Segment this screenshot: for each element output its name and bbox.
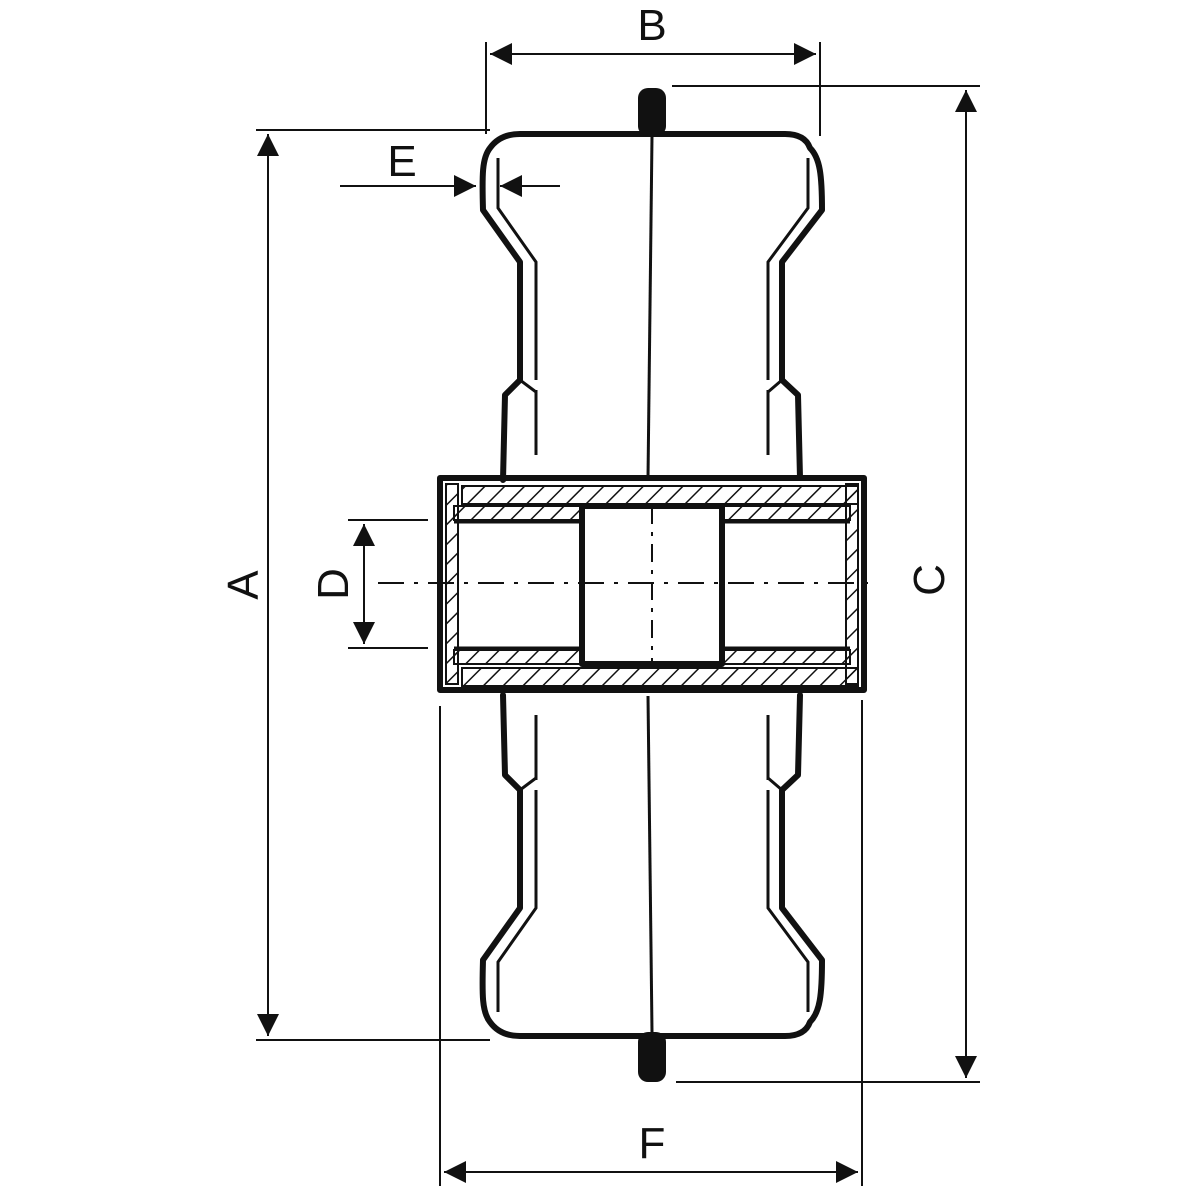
dimension-b: B [485, 1, 821, 136]
bottom-inner-sleeve-right [723, 649, 851, 665]
dimension-b-label: B [637, 1, 666, 50]
centre-seam-top [646, 135, 654, 479]
lower-flange-right [767, 776, 783, 792]
upper-flange-left [519, 378, 537, 394]
bottom-outer-sleeve [461, 667, 859, 687]
bottom-inner-sleeve-left [453, 649, 581, 665]
top-inner-sleeve-left [453, 505, 581, 521]
upper-flange-right [767, 378, 783, 394]
dimension-e: E [340, 137, 560, 197]
dimension-e-label: E [387, 137, 416, 186]
dimension-d: D [309, 519, 428, 649]
dimension-c-label: C [905, 564, 954, 596]
top-inner-sleeve-right [723, 505, 851, 521]
centre-seam-bottom [646, 695, 654, 1033]
dimension-c: C [672, 85, 980, 1083]
dimension-a-label: A [219, 570, 268, 600]
dimension-a: A [219, 129, 490, 1041]
top-outer-sleeve [461, 485, 859, 505]
dimension-f: F [439, 700, 863, 1186]
wheel-body [479, 88, 825, 1082]
dimension-f-label: F [639, 1119, 666, 1168]
top-valve-stem [638, 88, 666, 136]
upper-rim-inner [496, 158, 810, 455]
bottom-valve-stem [638, 1032, 666, 1082]
lower-rim-inner [496, 715, 810, 1012]
dimension-d-label: D [309, 568, 358, 600]
lower-flange-left [519, 776, 537, 792]
